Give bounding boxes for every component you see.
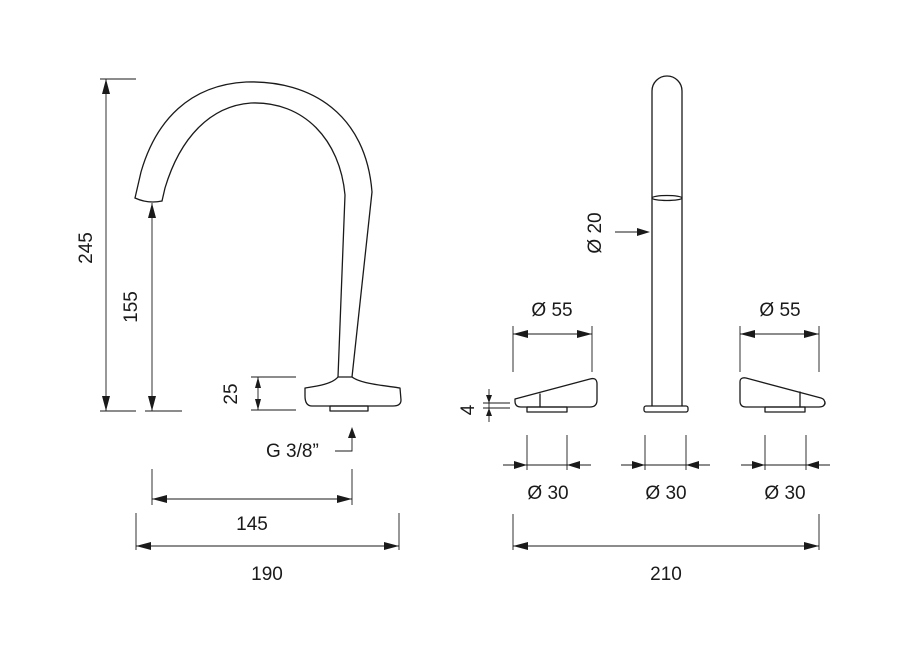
dimension-left-handle-diameter: Ø 55 — [512, 300, 593, 372]
dimension-installation-width: 210 — [512, 514, 820, 585]
dimension-base-height: 25 — [221, 376, 296, 411]
right-handle — [739, 377, 826, 413]
installation-width-label: 210 — [650, 564, 682, 585]
overall-width-label: 190 — [251, 564, 283, 585]
spout-inner-outline — [161, 102, 346, 378]
right-handle-lever — [739, 377, 826, 408]
spout-reach-label: 145 — [236, 514, 268, 535]
spout-side-view — [134, 81, 402, 412]
left-handle-base — [526, 406, 568, 413]
dimension-right-base-diameter: Ø 30 — [741, 435, 830, 504]
right-base-diameter-label: Ø 30 — [764, 483, 805, 504]
spout-front-view — [643, 75, 689, 413]
right-handle-diameter-label: Ø 55 — [759, 300, 800, 321]
dimension-spout-height: 155 — [121, 203, 182, 412]
spout-front-outline — [651, 75, 683, 407]
dimension-overall-width: 190 — [135, 513, 400, 585]
spout-shank — [329, 405, 369, 412]
right-handle-base — [764, 406, 806, 413]
thread-callout: G 3/8” — [266, 427, 356, 462]
spout-front-base — [643, 405, 689, 413]
spout-mouth — [134, 197, 163, 203]
dimension-overall-height: 245 — [76, 78, 136, 412]
dimension-right-handle-diameter: Ø 55 — [739, 300, 820, 372]
left-handle-lever — [514, 377, 598, 408]
overall-height-label: 245 — [76, 232, 97, 264]
dimension-left-base-diameter: Ø 30 — [503, 435, 591, 504]
spout-diameter-label: Ø 20 — [585, 212, 606, 253]
left-base-diameter-label: Ø 30 — [527, 483, 568, 504]
dimension-spout-diameter: Ø 20 — [585, 212, 650, 254]
thread-label: G 3/8” — [266, 441, 319, 462]
dimension-center-base-diameter: Ø 30 — [621, 435, 710, 504]
left-handle-diameter-label: Ø 55 — [531, 300, 572, 321]
base-height-label: 25 — [221, 383, 242, 404]
spout-outline — [134, 81, 373, 378]
spout-base — [304, 376, 402, 407]
dimension-handle-offset: 4 — [458, 389, 510, 422]
left-handle — [514, 377, 598, 413]
center-base-diameter-label: Ø 30 — [645, 483, 686, 504]
handle-offset-label: 4 — [458, 404, 479, 415]
spout-height-label: 155 — [121, 291, 142, 323]
dimension-spout-reach: 145 — [151, 469, 353, 535]
spout-section-ring — [651, 194, 683, 202]
